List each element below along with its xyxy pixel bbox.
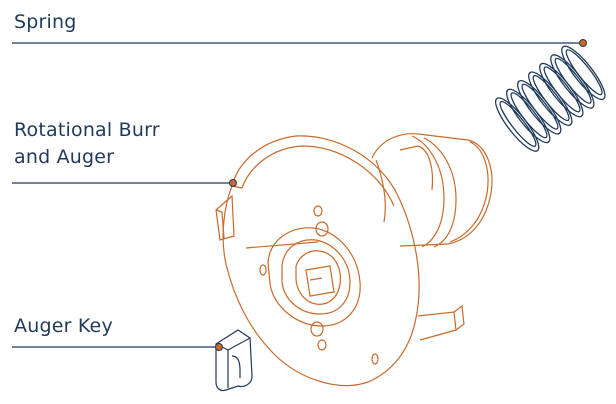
spring-callout-dot — [580, 40, 587, 47]
auger-key-callout-dot — [216, 344, 223, 351]
burr-callout-dot — [230, 180, 237, 187]
burr-auger-part — [216, 134, 492, 386]
auger-key-part — [216, 330, 252, 391]
spring-part — [490, 41, 611, 156]
